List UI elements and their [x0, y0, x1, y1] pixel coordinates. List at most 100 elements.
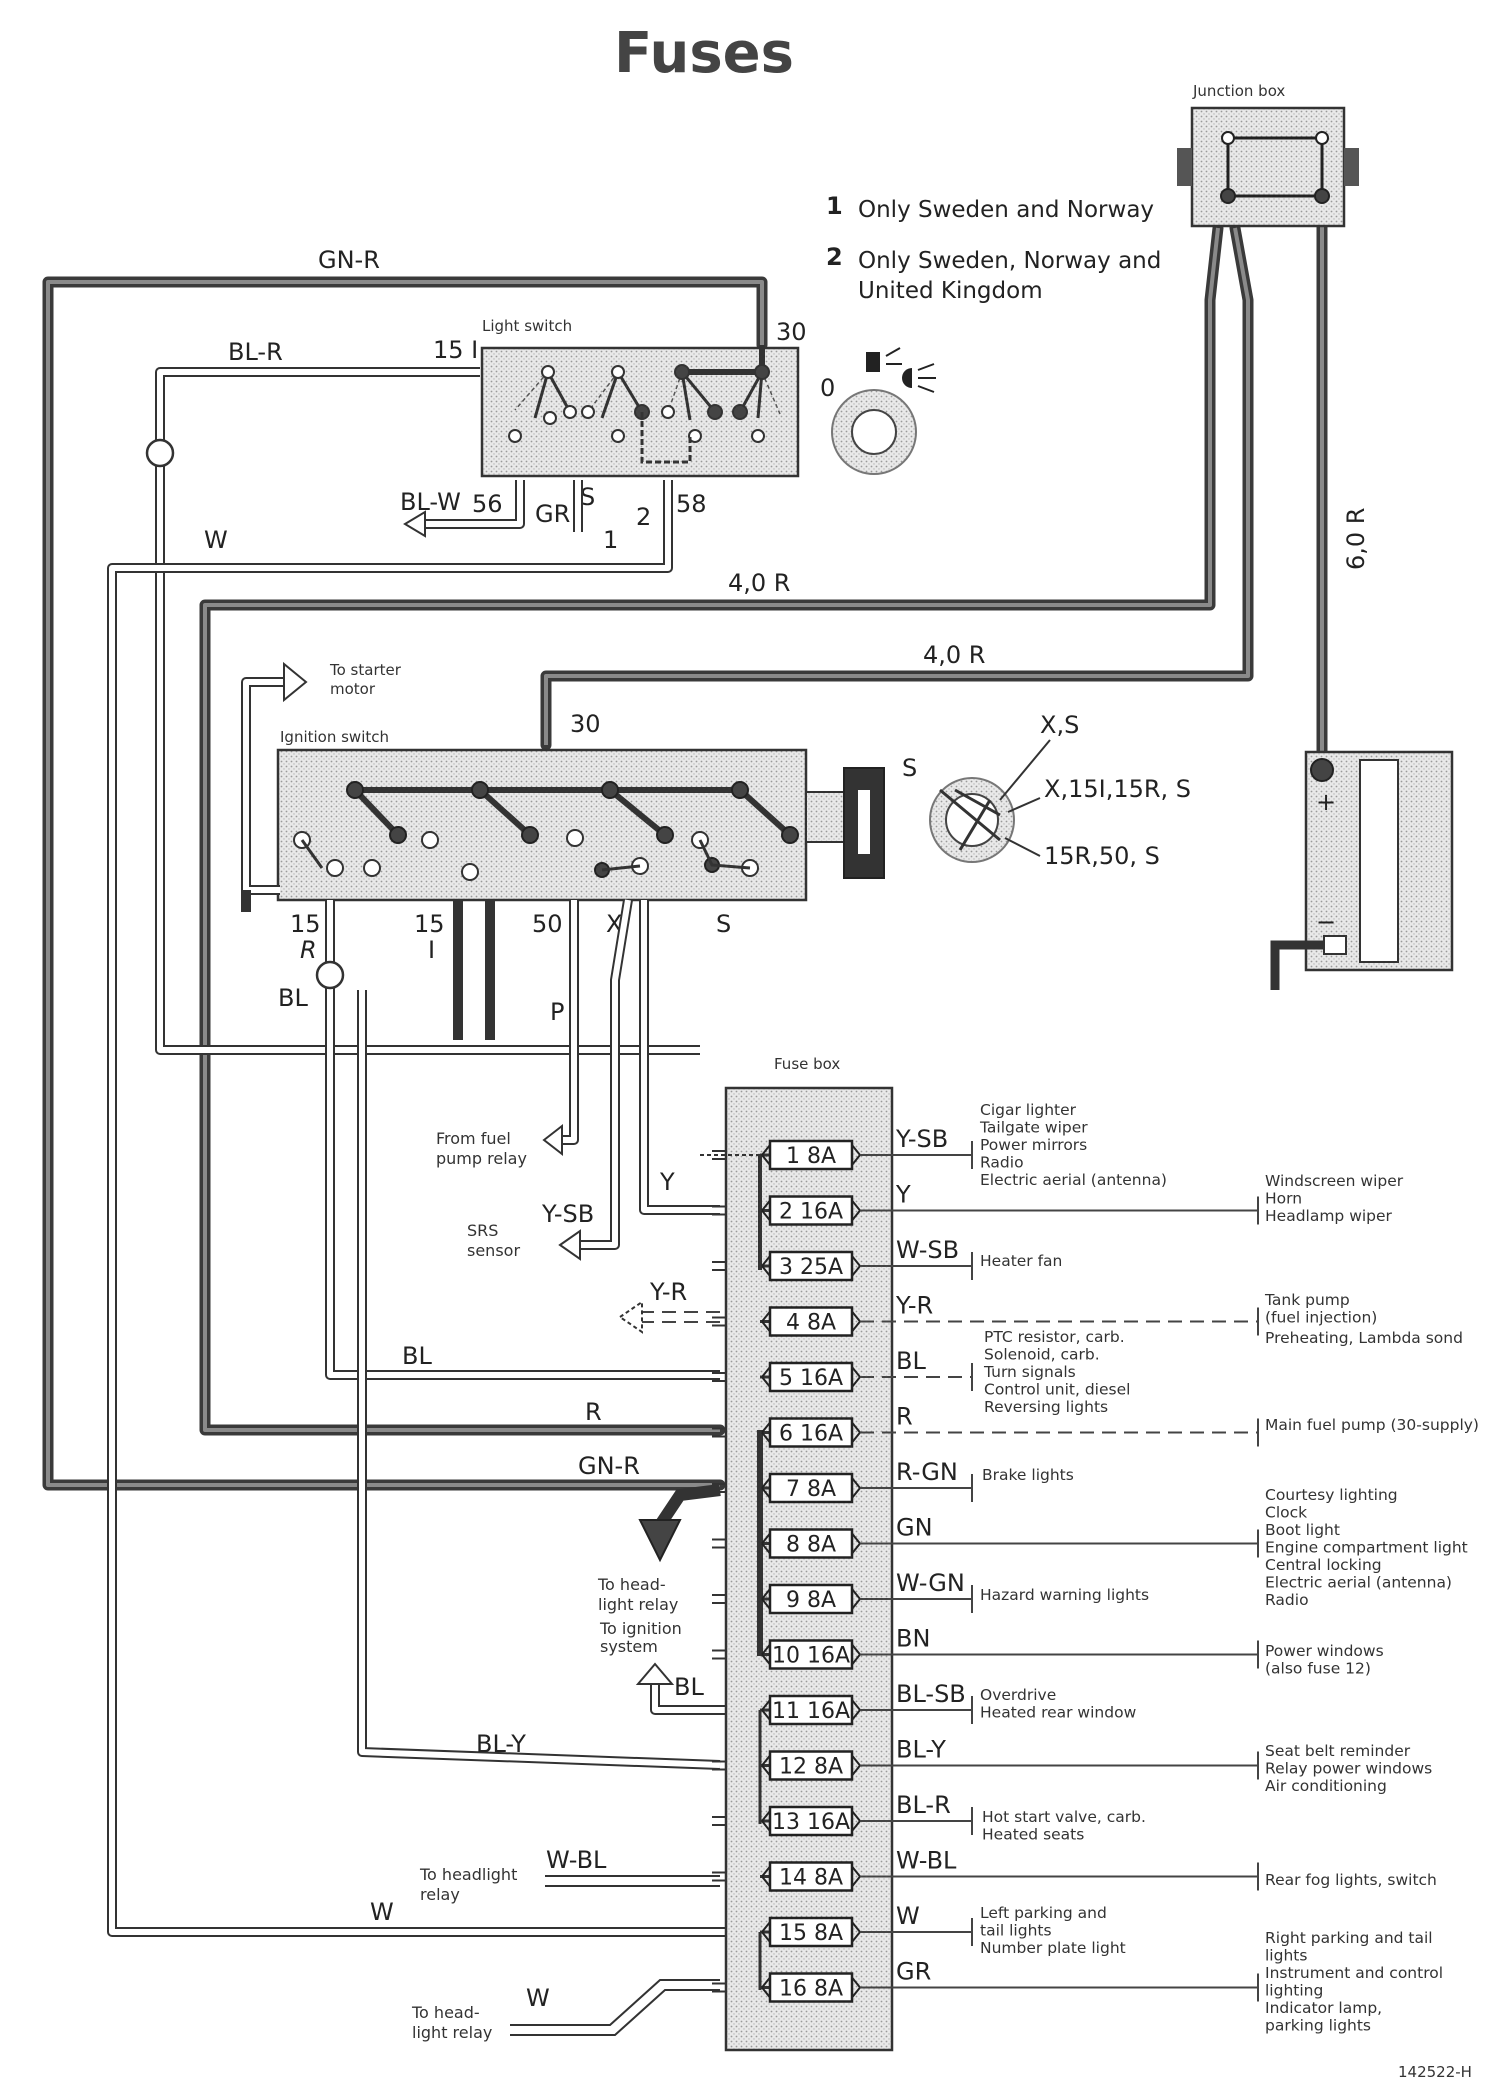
fuse-7-body	[768, 1472, 854, 1504]
srs-sensor-label-2: sensor	[467, 1241, 520, 1260]
wire-label-w-low: W	[370, 1898, 394, 1926]
load-f2-0: Windscreen wiper	[1265, 1172, 1404, 1190]
fuse-9: 9 8AW-GN	[712, 1569, 973, 1615]
load-f8-1: Clock	[1265, 1504, 1307, 1522]
light-switch-pin-56: 56	[472, 490, 503, 518]
to-head-light-relay-label-2: light relay	[598, 1595, 678, 1614]
fuse-11-wire-color: BL-SB	[896, 1680, 966, 1708]
fuse-9-label: 9 8A	[786, 1588, 836, 1613]
ignition-switch: Ignition switch 30 15 R 15 I 50 X	[276, 710, 885, 964]
fuse-7: 7 8AR-GN	[712, 1458, 973, 1504]
fuse-box-body	[724, 1086, 894, 2052]
from-fuel-pump-label-2: pump relay	[436, 1149, 527, 1168]
load-f16-2: Instrument and control	[1265, 1964, 1443, 1982]
junction-box-tab-left	[1177, 148, 1192, 186]
junction-box-label: Junction box	[1192, 82, 1285, 100]
fuse-9-body	[768, 1583, 854, 1615]
load-f16-1: lights	[1265, 1947, 1307, 1965]
load-f13-1: Heated seats	[982, 1826, 1084, 1844]
load-f12-1: Relay power windows	[1265, 1760, 1432, 1778]
wire-label-bl-ign: BL	[278, 984, 308, 1012]
battery-positive-terminal	[1310, 758, 1334, 782]
fuse-6-wire-color: R	[896, 1403, 913, 1431]
srs-sensor-label: SRS	[467, 1221, 498, 1240]
load-f8-5: Electric aerial (antenna)	[1265, 1574, 1452, 1592]
wire-4r-b	[540, 222, 1254, 751]
ignition-key-positions: S X,S X,15I,15R, S 15R,50, S	[902, 711, 1191, 870]
load-f1-0: Cigar lighter	[980, 1101, 1077, 1119]
light-switch-pin-15i: 15 I	[433, 336, 478, 364]
load-f16-4: Indicator lamp,	[1265, 1999, 1382, 2017]
battery: + −	[1270, 750, 1454, 990]
fuse-1-wire-color: Y-SB	[895, 1125, 948, 1153]
wire-label-bl-w: BL-W	[400, 488, 461, 516]
wire-label-6r: 6,0 R	[1342, 508, 1370, 570]
wire-label-gn-r-top: GN-R	[318, 246, 380, 274]
wire-label-bl-mid: BL	[402, 1342, 432, 1370]
from-fuel-pump-label: From fuel	[436, 1129, 511, 1148]
fuse-15-body	[768, 1916, 854, 1948]
fuse-10-body	[768, 1639, 854, 1670]
ignition-switch-label: Ignition switch	[280, 728, 389, 746]
wire-label-w-bottom: W	[526, 1984, 550, 2012]
wire-label-r-mid: R	[585, 1398, 602, 1426]
headlight-symbol	[902, 368, 912, 388]
fuse-6-body	[768, 1417, 854, 1448]
fuse-1-label: 1 8A	[786, 1144, 836, 1169]
fuse-2-wire-color: Y	[895, 1181, 911, 1209]
wire-to-headlight-relay-a	[655, 1484, 721, 1529]
footnotes: 1 Only Sweden and Norway 2 Only Sweden, …	[826, 192, 1161, 304]
load-f15-1: tail lights	[980, 1922, 1052, 1940]
fuse-11-body	[768, 1694, 854, 1726]
fuse-13-label: 13 16A	[772, 1810, 850, 1835]
fuse-14-body	[768, 1861, 854, 1892]
ignition-pin-30: 30	[570, 710, 601, 738]
wire-w-bottom	[510, 1979, 720, 2036]
wire-label-w-bl-left: W-BL	[546, 1846, 607, 1874]
fuse-3-wire-color: W-SB	[896, 1236, 959, 1264]
ignition-pin-s: S	[716, 910, 731, 938]
splice-bl	[315, 960, 345, 990]
to-head-light-relay-label: To head-	[597, 1575, 666, 1594]
fuse-12-body	[768, 1750, 854, 1781]
fuse-16-label: 16 8A	[779, 1977, 843, 2002]
load-f1-3: Radio	[980, 1154, 1024, 1172]
junction-box: Junction box	[1177, 82, 1359, 228]
fuse-10-label: 10 16A	[772, 1644, 850, 1669]
load-f9-0: Hazard warning lights	[980, 1586, 1149, 1604]
wire-label-gr: GR	[535, 500, 570, 528]
fuse-16-body	[768, 1972, 854, 2003]
note-2-text: Only Sweden, Norway and	[858, 248, 1161, 274]
ignition-pin-50: 50	[532, 910, 563, 938]
light-switch-pin-2: 2	[636, 503, 651, 531]
load-f4-2: Preheating, Lambda sond	[1265, 1329, 1463, 1347]
wire-label-4r-a: 4,0 R	[728, 569, 790, 597]
ignition-switch-body	[276, 748, 808, 902]
key-position-15r: 15R,50, S	[1044, 842, 1160, 870]
fuse-14-wire-color: W-BL	[896, 1847, 957, 1875]
load-f1-4: Electric aerial (antenna)	[980, 1171, 1167, 1189]
fuse-4: 4 8AY-R	[712, 1292, 1259, 1337]
load-f4-0: Tank pump	[1264, 1291, 1350, 1309]
load-f10-1: (also fuse 12)	[1265, 1660, 1371, 1678]
to-starter-label: To starter	[329, 661, 402, 679]
fuse-14-label: 14 8A	[779, 1866, 843, 1891]
fuse-box-label: Fuse box	[774, 1055, 840, 1073]
junction-box-tab-right	[1344, 148, 1359, 186]
fuse-16-wire-color: GR	[896, 1958, 931, 1986]
fuse-11: 11 16A BL-SB	[712, 1680, 973, 1726]
wire-label-4r-b: 4,0 R	[923, 641, 985, 669]
parking-light-symbol	[866, 352, 880, 372]
fuse-12-label: 12 8A	[779, 1755, 843, 1780]
load-f15-2: Number plate light	[980, 1939, 1126, 1957]
fuse-11-label: 11 16A	[772, 1699, 850, 1724]
note-1-text: Only Sweden and Norway	[858, 197, 1154, 223]
to-ignition-system-label: To ignition	[599, 1619, 682, 1638]
to-ignition-system-label-2: system	[600, 1637, 658, 1656]
wire-label-bl-small: BL	[674, 1673, 704, 1701]
note-1-number: 1	[826, 192, 843, 220]
load-f1-2: Power mirrors	[980, 1136, 1087, 1154]
